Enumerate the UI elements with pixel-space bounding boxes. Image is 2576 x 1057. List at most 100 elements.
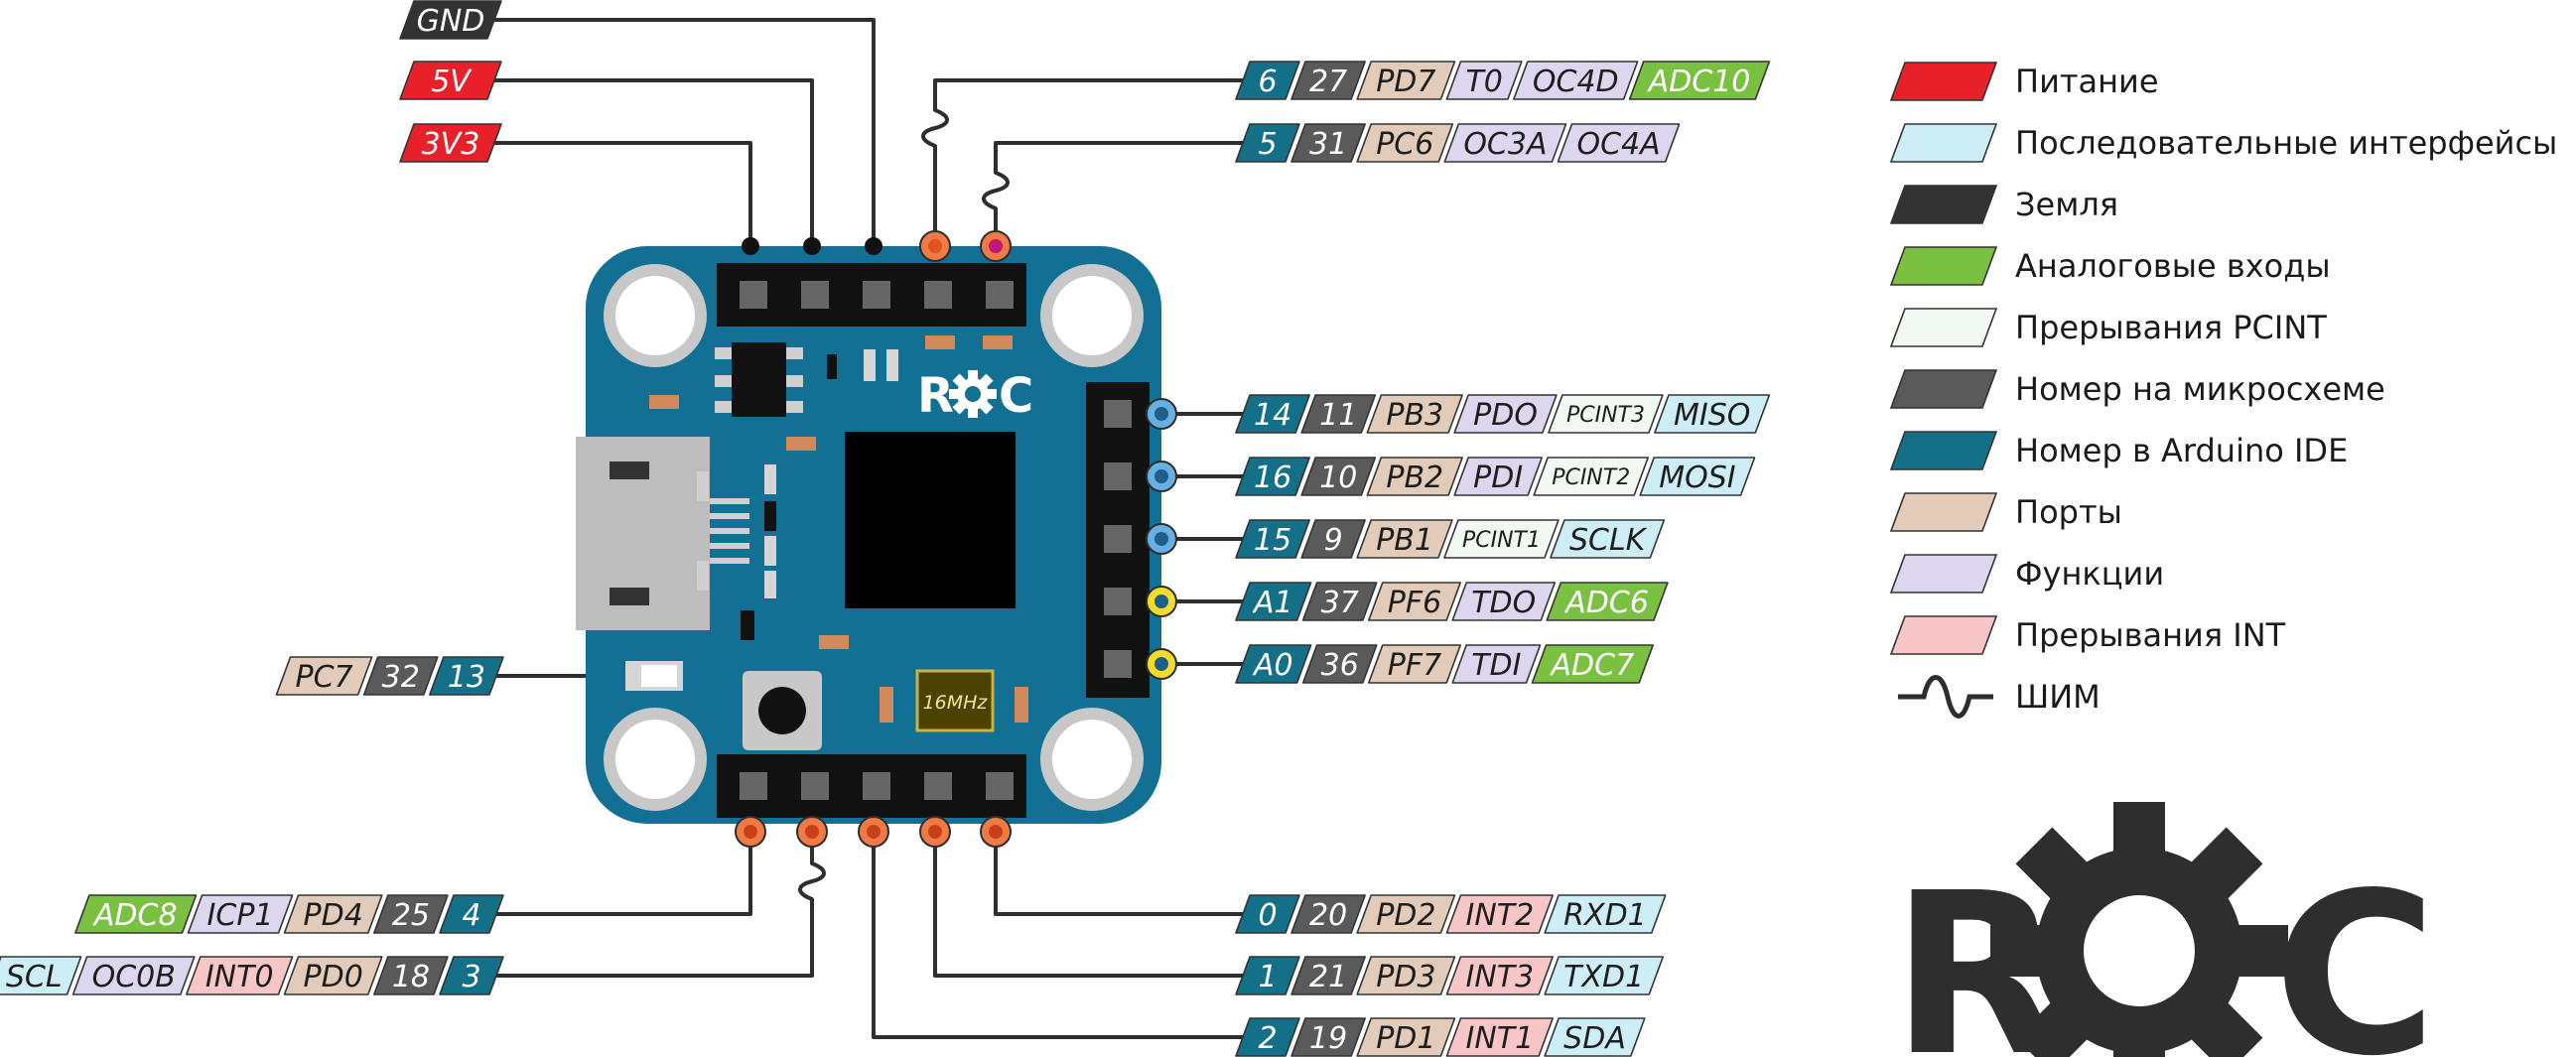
pin-tag-text: 21 xyxy=(1309,960,1347,994)
pin-tag-text: 32 xyxy=(382,660,420,695)
pin-marker-core xyxy=(1154,657,1168,671)
pin-tag-arduino: 0 xyxy=(1235,894,1300,934)
pin-tag-text: A0 xyxy=(1252,648,1293,683)
pin-tag-text: 11 xyxy=(1319,398,1357,433)
pin-marker-core xyxy=(744,825,757,839)
pin-tag-analog: ADC6 xyxy=(1546,582,1669,621)
legend-item: Прерывания INT xyxy=(1889,615,2286,655)
board-logo-c: C xyxy=(999,368,1033,424)
pin-tag-port: PF6 xyxy=(1367,582,1462,621)
pin-marker-core xyxy=(1154,532,1168,546)
pin-tag-text: PB1 xyxy=(1376,523,1433,558)
pin-tag-text: OC4A xyxy=(1576,127,1660,162)
board-gear-icon xyxy=(949,370,997,418)
crystal-label: 16MHz xyxy=(923,692,989,714)
pin-tag-text: PB2 xyxy=(1386,461,1443,495)
board-logo: R C xyxy=(917,368,1033,424)
mcu-chip xyxy=(845,432,1016,608)
pin-tag-func: OC0B xyxy=(71,956,196,995)
pin-tag-text: PCINT3 xyxy=(1566,403,1645,428)
pin-tag-chip: 32 xyxy=(362,656,439,696)
pin-tag-func: OC4D xyxy=(1513,61,1639,100)
pin-marker-core xyxy=(803,237,821,255)
brand-logo-c: C xyxy=(2273,846,2437,1057)
pin-tag-text: 31 xyxy=(1309,127,1347,162)
pin-tag-chip: 31 xyxy=(1290,123,1366,163)
pin-tag-port: PB1 xyxy=(1356,519,1453,559)
pin-tag-port: PD1 xyxy=(1356,1017,1456,1057)
legend-label: Номер в Arduino IDE xyxy=(2015,432,2348,469)
pin-tag-text: INT1 xyxy=(1465,1021,1534,1056)
pin-tag-text: 0 xyxy=(1258,898,1277,933)
smd-components xyxy=(649,335,1028,723)
pin-tag-serial: RXD1 xyxy=(1544,894,1667,934)
board-logo-r: R xyxy=(917,368,954,424)
legend-label: Прерывания PCINT xyxy=(2015,309,2327,346)
pin-tag-text: PDO xyxy=(1473,398,1538,433)
legend-swatch xyxy=(1889,185,1998,224)
pin-tag-pcint: PCINT1 xyxy=(1443,519,1559,559)
legend-item: Питание xyxy=(1889,62,2159,101)
pin-tag-text: MOSI xyxy=(1659,461,1736,495)
pin-tag-text: SDA xyxy=(1563,1021,1626,1056)
pin-tag-chip: 21 xyxy=(1290,956,1366,995)
pin-tag-int: INT3 xyxy=(1445,956,1554,995)
pin-tag-text: 14 xyxy=(1254,398,1291,433)
legend-swatch xyxy=(1889,431,1998,470)
pin-tag-func: TDO xyxy=(1451,582,1557,621)
header-pins xyxy=(740,281,1132,800)
pin-tag-text: PDI xyxy=(1473,461,1523,495)
pin-tag-arduino: A0 xyxy=(1235,644,1312,684)
pin-tag-arduino: 14 xyxy=(1235,394,1310,434)
pin-tag-text: 4 xyxy=(462,898,480,933)
pin-tag-text: PD4 xyxy=(304,898,363,933)
pin-tag-text: 6 xyxy=(1258,65,1277,99)
pin-tag-port: PB3 xyxy=(1366,394,1463,434)
legend-item: Номер в Arduino IDE xyxy=(1889,431,2348,470)
legend-item: Номер на микросхеме xyxy=(1889,369,2385,409)
pin-tag-chip: 20 xyxy=(1290,894,1366,934)
pin-tag-power: 3V3 xyxy=(399,123,502,163)
pin-tag-text: OC0B xyxy=(92,960,176,994)
pin-marker-core xyxy=(742,237,759,255)
pin-marker-core xyxy=(928,239,942,253)
pin-tag-text: TXD1 xyxy=(1563,960,1644,994)
pin-tag-pcint: PCINT3 xyxy=(1548,394,1664,434)
pin-tag-text: 5 xyxy=(1258,127,1277,162)
brand-gear-icon xyxy=(1990,802,2288,1057)
legend-item: Последовательные интерфейсы xyxy=(1889,123,2557,163)
pin-tag-text: ADC7 xyxy=(1550,648,1635,683)
pin-tag-text: 36 xyxy=(1321,648,1359,683)
pin-tag-text: PC6 xyxy=(1376,127,1433,162)
pin-tag-chip: 27 xyxy=(1290,61,1366,100)
pin-marker-core xyxy=(1154,595,1168,608)
pin-tag-arduino: 13 xyxy=(429,656,504,696)
pin-tag-text: PD0 xyxy=(304,960,363,994)
legend-item: Земля xyxy=(1889,185,2118,224)
pin-tag-port: PD0 xyxy=(283,956,383,995)
legend-label: ШИМ xyxy=(2015,678,2101,716)
pin-tag-power: 5V xyxy=(399,61,502,100)
legend-swatch xyxy=(1889,615,1998,655)
crystal xyxy=(915,669,995,732)
pin-tag-arduino: 15 xyxy=(1235,519,1310,559)
pin-tag-port: PC6 xyxy=(1356,123,1454,163)
pin-tag-chip: 18 xyxy=(373,956,449,995)
pin-tag-text: 18 xyxy=(392,960,430,994)
pin-tag-text: 25 xyxy=(392,898,430,933)
pin-tag-text: A1 xyxy=(1252,586,1293,620)
pin-tag-text: 20 xyxy=(1309,898,1347,933)
pin-tag-text: 1 xyxy=(1258,960,1277,994)
pin-tag-text: PD7 xyxy=(1376,65,1435,99)
pin-tag-text: PB3 xyxy=(1386,398,1443,433)
pin-tag-func: PDI xyxy=(1453,457,1543,496)
legend-label: Питание xyxy=(2015,63,2159,100)
pin-tag-arduino: A1 xyxy=(1235,582,1312,621)
pin-tag-pcint: PCINT2 xyxy=(1533,457,1650,496)
pin-tag-text: ADC10 xyxy=(1647,65,1751,99)
pin-tag-port: PB2 xyxy=(1366,457,1463,496)
pin-tag-analog: ADC7 xyxy=(1531,644,1654,684)
pin-tag-text: ADC8 xyxy=(92,898,178,933)
pin-tag-text: PCINT1 xyxy=(1462,528,1541,553)
